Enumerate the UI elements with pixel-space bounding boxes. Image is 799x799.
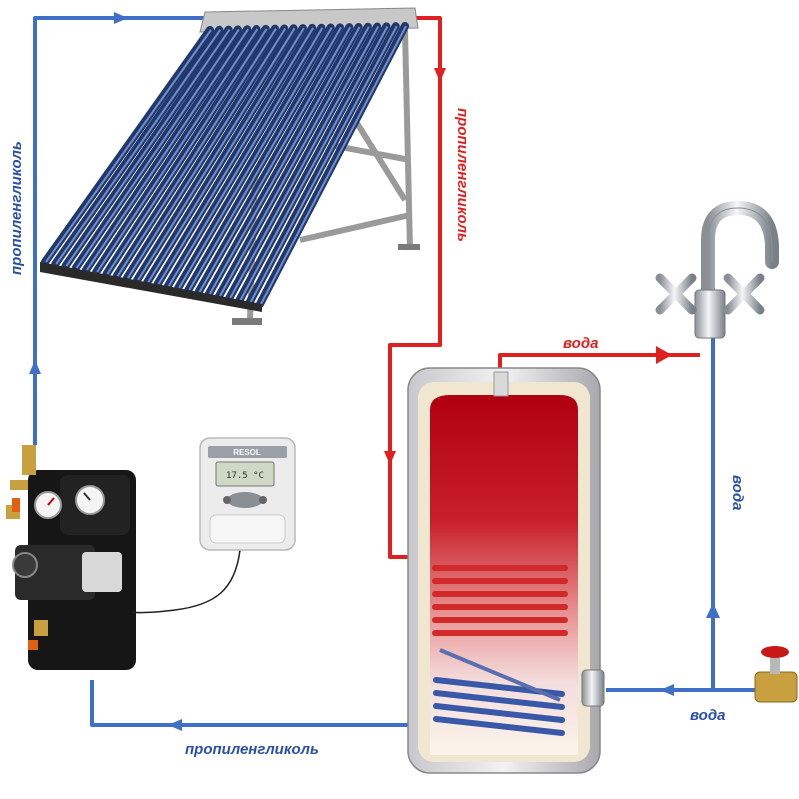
brass-fittings	[6, 445, 48, 636]
hot-coil-turn	[432, 565, 568, 571]
collector-tube-highlight	[239, 25, 389, 301]
arrow-up-left	[29, 360, 41, 374]
collector-bottom-rail	[40, 262, 262, 312]
controller-display	[215, 461, 275, 487]
tank-hot-zone	[430, 395, 578, 755]
collector-tube-highlight	[178, 27, 333, 289]
arrow-down-coil	[384, 451, 396, 465]
label-hot-water: вода	[563, 335, 598, 352]
inlet-valve	[754, 646, 798, 703]
collector-tube-highlight	[260, 25, 407, 305]
controller-button[interactable]	[259, 496, 267, 504]
faucet	[655, 200, 779, 339]
collector-tube-highlight	[96, 28, 259, 273]
propylene-bottom-line	[90, 680, 410, 727]
arrow-up-cold-water	[706, 603, 720, 618]
controller: RESOL 17.5 °C	[199, 437, 296, 551]
cold-coil-diagonal	[439, 648, 561, 702]
collector-tube-highlight	[219, 26, 370, 297]
collector-tube-highlight	[147, 27, 305, 283]
hot-coil-turn	[432, 604, 568, 610]
faucet-handle-left-icon[interactable]	[655, 273, 697, 315]
arrow-left-cold-water	[660, 684, 674, 696]
collector-tube-highlight	[127, 27, 287, 279]
collector-tube-highlight	[208, 26, 361, 295]
heat-exchanger-coils	[432, 565, 568, 736]
flow-arrows	[29, 12, 720, 731]
collector-tube-highlight	[198, 26, 352, 293]
collector-tube-highlight	[229, 26, 380, 299]
cold-coil-turn	[433, 716, 565, 736]
collector-tube-highlight	[86, 28, 249, 271]
propylene-cold-return-line	[33, 16, 215, 445]
arrow-down-hot	[434, 68, 446, 82]
solar-collector	[40, 7, 420, 325]
controller-button[interactable]	[227, 492, 263, 508]
label-right-propylene: пропиленгликоль	[454, 108, 471, 242]
collector-tube-highlight	[65, 29, 231, 267]
arrow-right-hot-water	[656, 346, 672, 364]
label-left-propylene: пропиленгликоль	[8, 141, 25, 275]
hot-coil-turn	[432, 578, 568, 584]
controller-button[interactable]	[223, 496, 231, 504]
collector-tube-highlight	[249, 25, 398, 303]
cold-water-line	[606, 335, 760, 692]
arrow-left-bottom	[168, 719, 182, 731]
collector-tube-highlight	[75, 28, 240, 269]
collector-tube-highlight	[137, 27, 296, 281]
collector-tube-highlight	[167, 27, 324, 287]
label-bottom-propylene: пропиленгликоль	[185, 741, 319, 758]
faucet-handle-right-icon[interactable]	[723, 273, 765, 315]
arrow-right-top	[114, 12, 128, 24]
collector-tube-highlight	[188, 26, 342, 291]
controller-cable	[131, 549, 241, 614]
controller-display-value: 17.5 °C	[226, 471, 264, 481]
cold-coil-turn	[433, 690, 565, 710]
collector-tubes	[41, 22, 409, 308]
collector-tube-highlight	[157, 27, 314, 285]
hot-coil-turn	[432, 617, 568, 623]
collector-tube-highlight	[116, 28, 277, 277]
collector-foot	[232, 318, 262, 325]
label-cold-water-bottom: вода	[690, 707, 725, 724]
cold-coil-turn	[433, 703, 565, 723]
collector-foot	[398, 244, 420, 250]
collector-tube-highlight	[55, 29, 222, 265]
hot-coil-turn	[432, 591, 568, 597]
pump-station	[6, 445, 136, 670]
valve-handle-icon[interactable]	[761, 646, 789, 658]
storage-tank	[407, 367, 605, 774]
controller-brand: RESOL	[233, 448, 261, 457]
tank-inlet-fitting	[581, 669, 605, 707]
collector-tube-highlight	[45, 29, 212, 263]
collector-tube-highlight	[106, 28, 268, 275]
label-cold-water-vertical: вода	[729, 475, 746, 510]
hot-coil-turn	[432, 630, 568, 636]
